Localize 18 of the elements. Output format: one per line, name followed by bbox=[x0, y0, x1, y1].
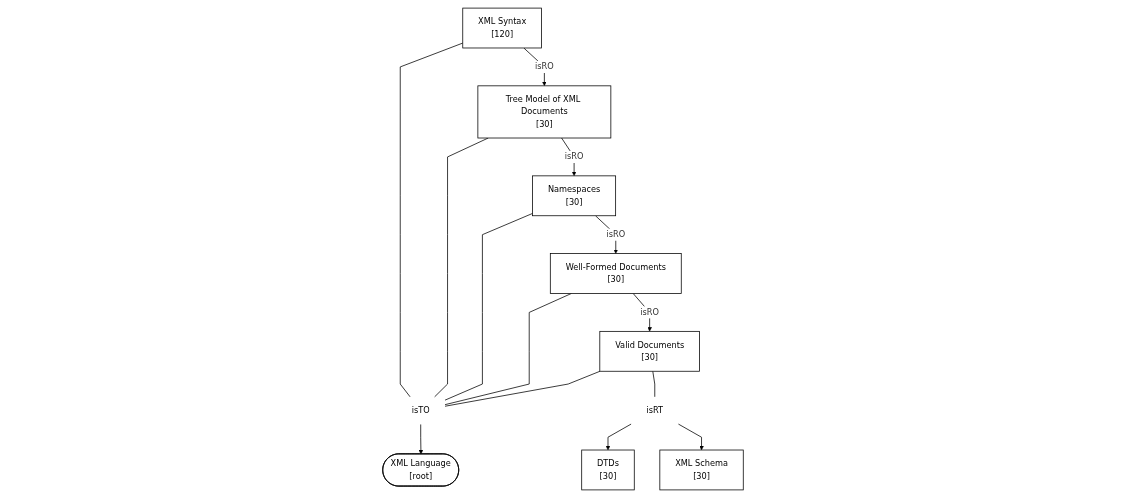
edge-label: isRO bbox=[640, 307, 659, 318]
node-box: Well-Formed Documents [30] bbox=[549, 253, 682, 294]
node-box: XML Schema [30] bbox=[659, 449, 744, 491]
node-text: isTO bbox=[411, 405, 430, 416]
node-box: Valid Documents [30] bbox=[599, 330, 700, 372]
node-box: Tree Model of XML Documents [30] bbox=[477, 85, 612, 139]
node-box: Namespaces [30] bbox=[532, 175, 617, 217]
connector bbox=[652, 370, 656, 398]
edge-label: isRO bbox=[564, 151, 584, 162]
edge-label: isRO bbox=[535, 61, 554, 72]
connector bbox=[444, 293, 572, 406]
connector bbox=[444, 213, 533, 401]
node-box: XML Syntax [120] bbox=[462, 7, 542, 49]
connector bbox=[399, 42, 464, 398]
node-box: DTDs [30] bbox=[581, 449, 635, 491]
connector bbox=[444, 370, 601, 407]
edge-label: isRO bbox=[606, 229, 626, 240]
node-text: isRT bbox=[646, 405, 664, 416]
